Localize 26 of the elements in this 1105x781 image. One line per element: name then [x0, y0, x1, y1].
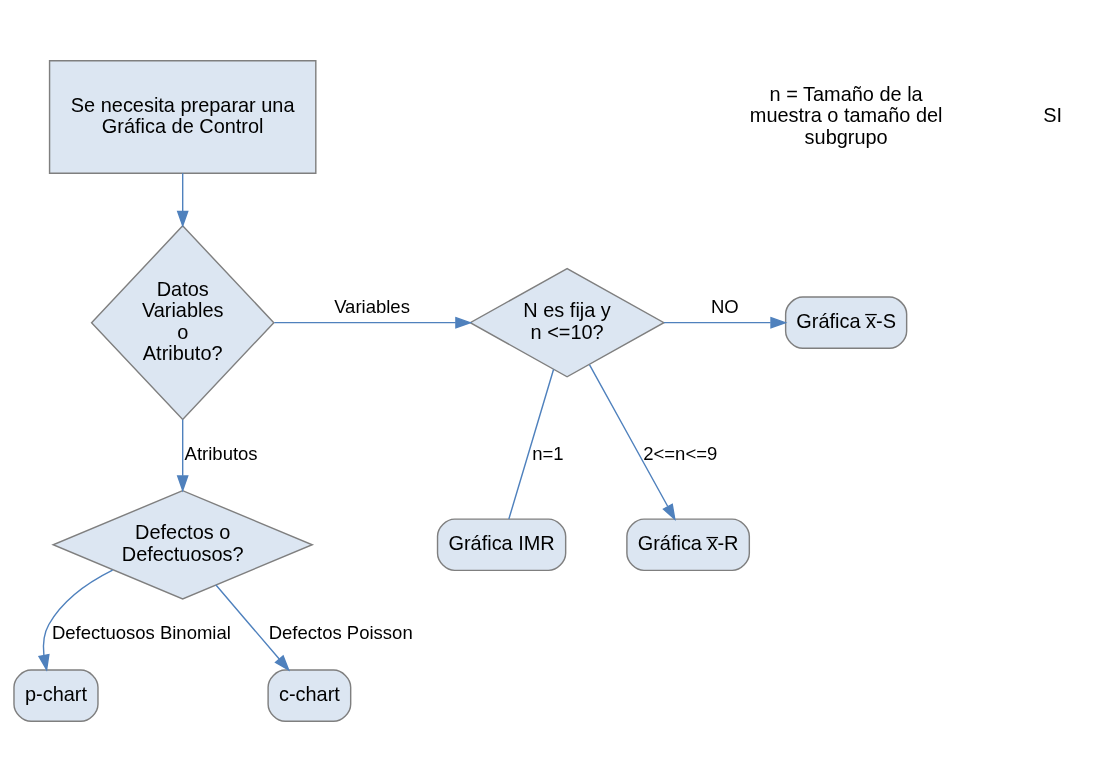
node-box: p-chart: [13, 668, 99, 722]
node-diamond: Datos Variables o Atributo?: [90, 224, 275, 420]
arrow: [273, 316, 473, 329]
node-box: Gráfica x̅-R: [626, 517, 751, 571]
edge-label: Atributos: [184, 442, 258, 464]
label: n = Tamaño de la muestra o tamaño del subgrupo: [749, 82, 943, 148]
node-diamond: N es fija y n <=10?: [468, 267, 666, 378]
edge-label: Defectuosos Binomial: [51, 621, 231, 643]
edge-label: Defectos Poisson: [268, 621, 413, 643]
arrow: [588, 363, 676, 521]
arrow: [176, 172, 189, 228]
node-box: c-chart: [267, 668, 352, 722]
arrow: [37, 569, 114, 672]
arrow: [663, 316, 788, 329]
node-diamond: Defectos o Defectuosos?: [51, 489, 315, 600]
node-box: Gráfica x̅-S: [784, 295, 908, 349]
connector: [508, 368, 555, 520]
node-box: Gráfica IMR: [436, 517, 567, 571]
edge-label: Variables: [334, 295, 410, 317]
label: SI: [1043, 103, 1062, 126]
arrow: [176, 418, 189, 492]
node-box: Se necesita preparar una Gráfica de Control: [48, 59, 317, 174]
edge-label: 2<=n<=9: [643, 442, 718, 464]
edge-label: n=1: [532, 442, 564, 464]
edge-label: NO: [710, 295, 739, 317]
arrow: [215, 583, 291, 672]
